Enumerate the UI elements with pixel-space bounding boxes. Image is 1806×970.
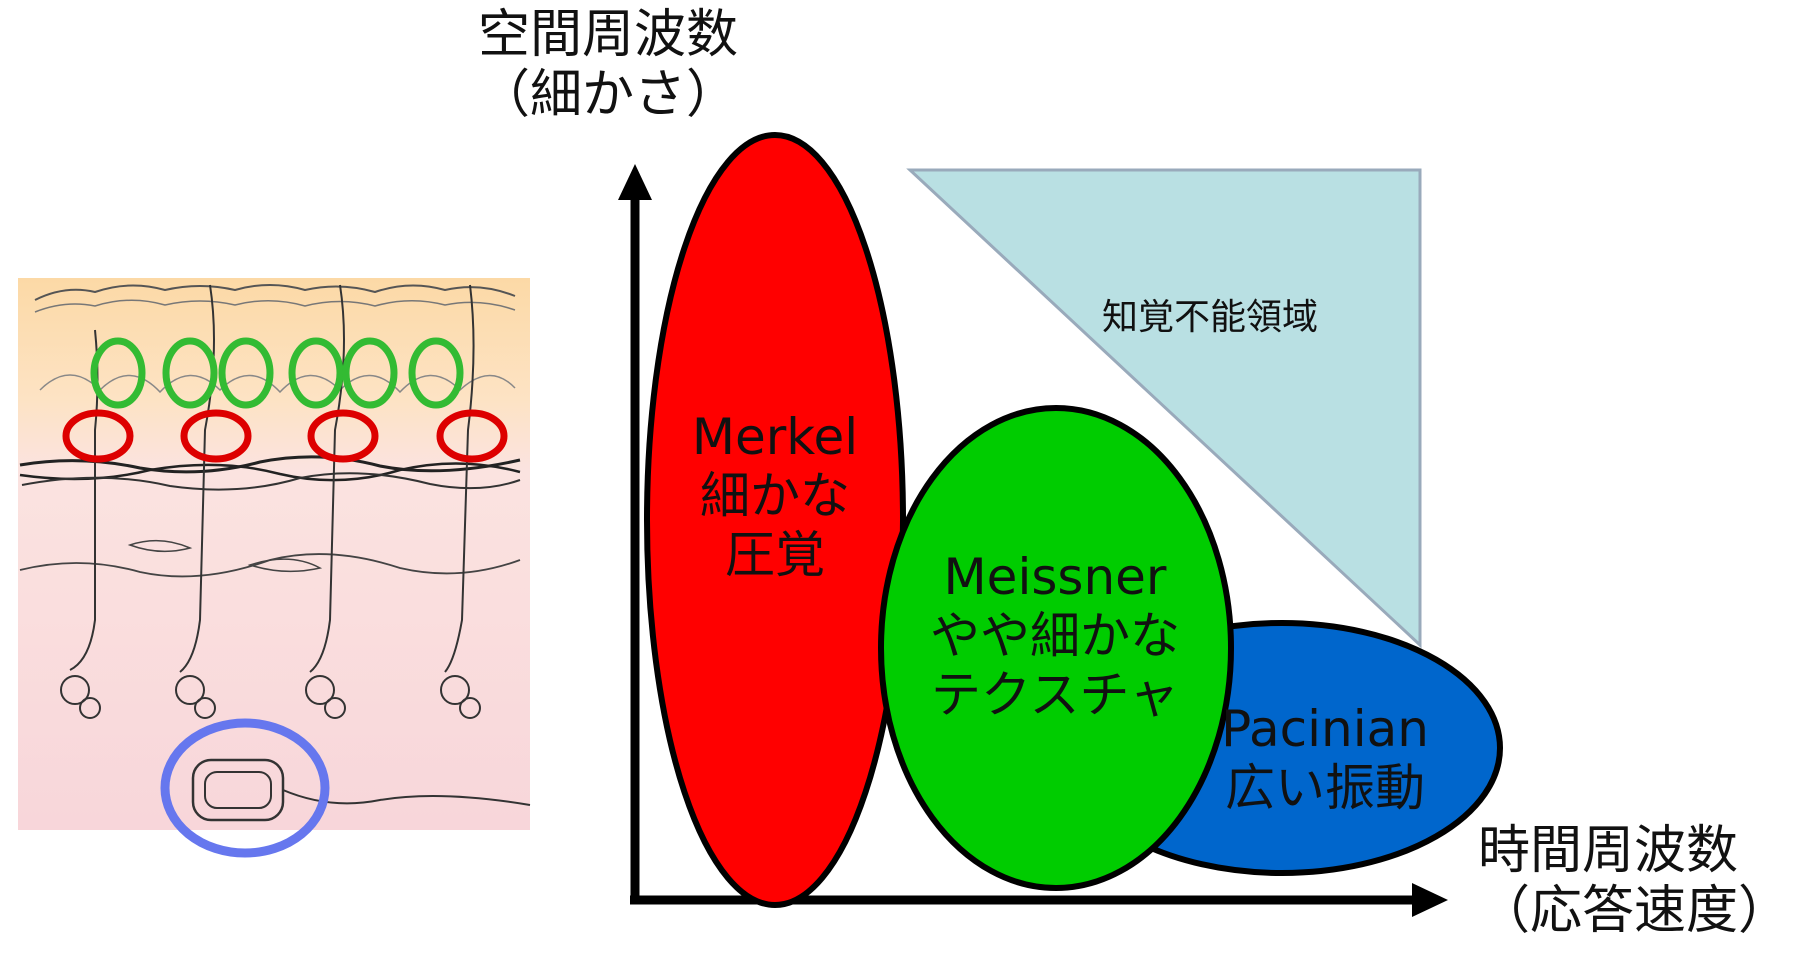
merkel-marker xyxy=(436,409,508,463)
x-axis-label: 時間周波数 （応答速度） xyxy=(1478,821,1791,942)
x-axis-label-line2: （応答速度） xyxy=(1478,880,1791,941)
meissner-label: Meissner やや細かな テクスチャ xyxy=(880,548,1230,725)
merkel-desc-1: 細かな xyxy=(700,467,850,525)
nerve-endings xyxy=(60,675,481,719)
meissner-marker xyxy=(408,337,464,409)
nerve-band-2 xyxy=(19,462,521,482)
nerve-band-3 xyxy=(21,472,521,491)
pacinian-name: Pacinian xyxy=(1221,700,1429,758)
nerve-band xyxy=(19,455,521,474)
vessel xyxy=(247,558,323,573)
merkel-markers xyxy=(62,409,508,463)
meissner-markers xyxy=(90,337,464,409)
nerve-fiber-vertical xyxy=(444,284,475,673)
merkel-desc-2: 圧覚 xyxy=(725,526,825,584)
imperceptible-region xyxy=(906,168,1422,649)
meissner-name: Meissner xyxy=(943,548,1167,606)
dermal-ridge xyxy=(39,374,516,394)
pacinian-desc: 広い振動 xyxy=(1225,759,1425,817)
meissner-marker xyxy=(90,337,146,409)
y-axis-label: 空間周波数 （細かさ） xyxy=(478,5,739,126)
merkel-marker xyxy=(180,409,252,463)
skin-tissue xyxy=(18,278,530,830)
pacinian-marker xyxy=(160,718,330,858)
imperceptible-label: 知覚不能領域 xyxy=(1102,297,1319,338)
meissner-region xyxy=(878,405,1234,891)
pacinian-label: Pacinian 広い振動 xyxy=(1190,700,1460,818)
y-axis-arrowhead xyxy=(618,164,652,200)
nerve-fiber-vertical xyxy=(309,284,345,673)
meissner-marker xyxy=(342,337,398,409)
x-axis-label-line1: 時間周波数 xyxy=(1478,821,1739,881)
y-axis-label-line1: 空間周波数 xyxy=(478,5,739,65)
meissner-desc-1: やや細かな xyxy=(930,607,1180,665)
meissner-marker xyxy=(162,337,218,409)
merkel-name: Merkel xyxy=(691,408,859,466)
y-axis-label-line2: （細かさ） xyxy=(478,64,739,125)
merkel-region xyxy=(644,132,906,908)
merkel-marker xyxy=(62,409,134,463)
vessel xyxy=(127,539,193,553)
nerve-fiber-vertical xyxy=(179,284,215,673)
x-axis-arrowhead xyxy=(1412,883,1448,917)
pacinian-fiber xyxy=(282,789,531,806)
meissner-marker xyxy=(288,337,344,409)
merkel-marker xyxy=(307,409,379,463)
pacinian-corpuscle-layer xyxy=(204,771,272,809)
meissner-desc-2: テクスチャ xyxy=(931,666,1179,724)
epidermis-line xyxy=(34,284,516,301)
skin-illustration xyxy=(18,278,531,858)
merkel-label: Merkel 細かな 圧覚 xyxy=(680,408,870,585)
meissner-marker xyxy=(218,337,274,409)
epidermis-line-2 xyxy=(34,299,516,313)
